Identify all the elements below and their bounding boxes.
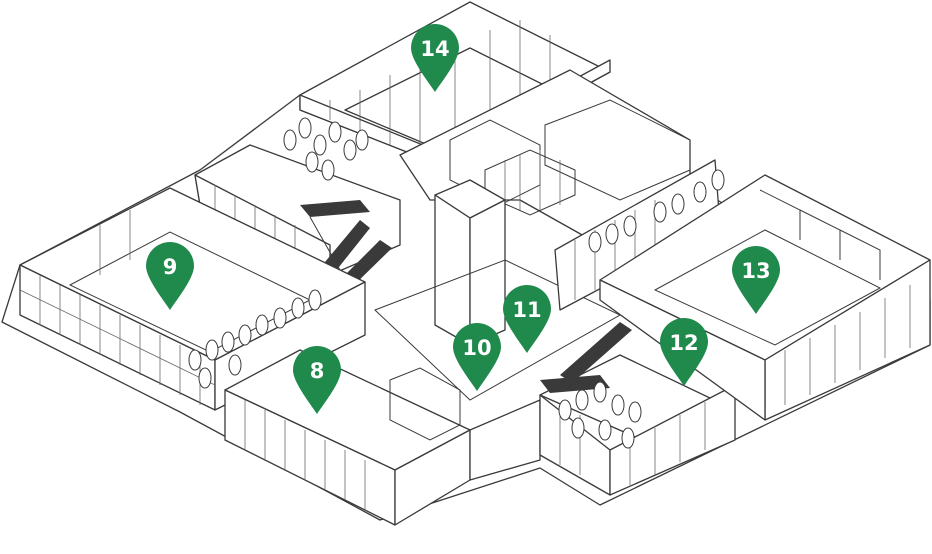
marker-13[interactable]: 13 bbox=[732, 246, 780, 314]
map-pin-icon bbox=[146, 242, 194, 310]
marker-12[interactable]: 12 bbox=[660, 318, 708, 386]
map-pin-icon bbox=[660, 318, 708, 386]
marker-9[interactable]: 9 bbox=[146, 242, 194, 310]
marker-label: 9 bbox=[163, 255, 178, 279]
map-pin-icon bbox=[411, 24, 459, 92]
central-tower bbox=[434, 179, 506, 346]
stairs-right bbox=[540, 322, 632, 393]
marker-10[interactable]: 10 bbox=[453, 323, 501, 391]
map-pin-icon bbox=[503, 285, 551, 353]
marker-label: 12 bbox=[669, 331, 698, 355]
marker-label: 14 bbox=[420, 37, 449, 61]
building-8 bbox=[224, 349, 471, 526]
marker-label: 11 bbox=[512, 298, 541, 322]
map-pin-icon bbox=[453, 323, 501, 391]
marker-label: 13 bbox=[741, 259, 770, 283]
map-pin-icon bbox=[293, 346, 341, 414]
marker-label: 10 bbox=[462, 336, 491, 360]
trees bbox=[188, 117, 725, 449]
marker-14[interactable]: 14 bbox=[411, 24, 459, 92]
map-pin-icon bbox=[732, 246, 780, 314]
marker-label: 8 bbox=[310, 359, 325, 383]
location-markers: 8 9 10 11 12 13 14 bbox=[146, 24, 780, 414]
marker-8[interactable]: 8 bbox=[293, 346, 341, 414]
marker-11[interactable]: 11 bbox=[503, 285, 551, 353]
